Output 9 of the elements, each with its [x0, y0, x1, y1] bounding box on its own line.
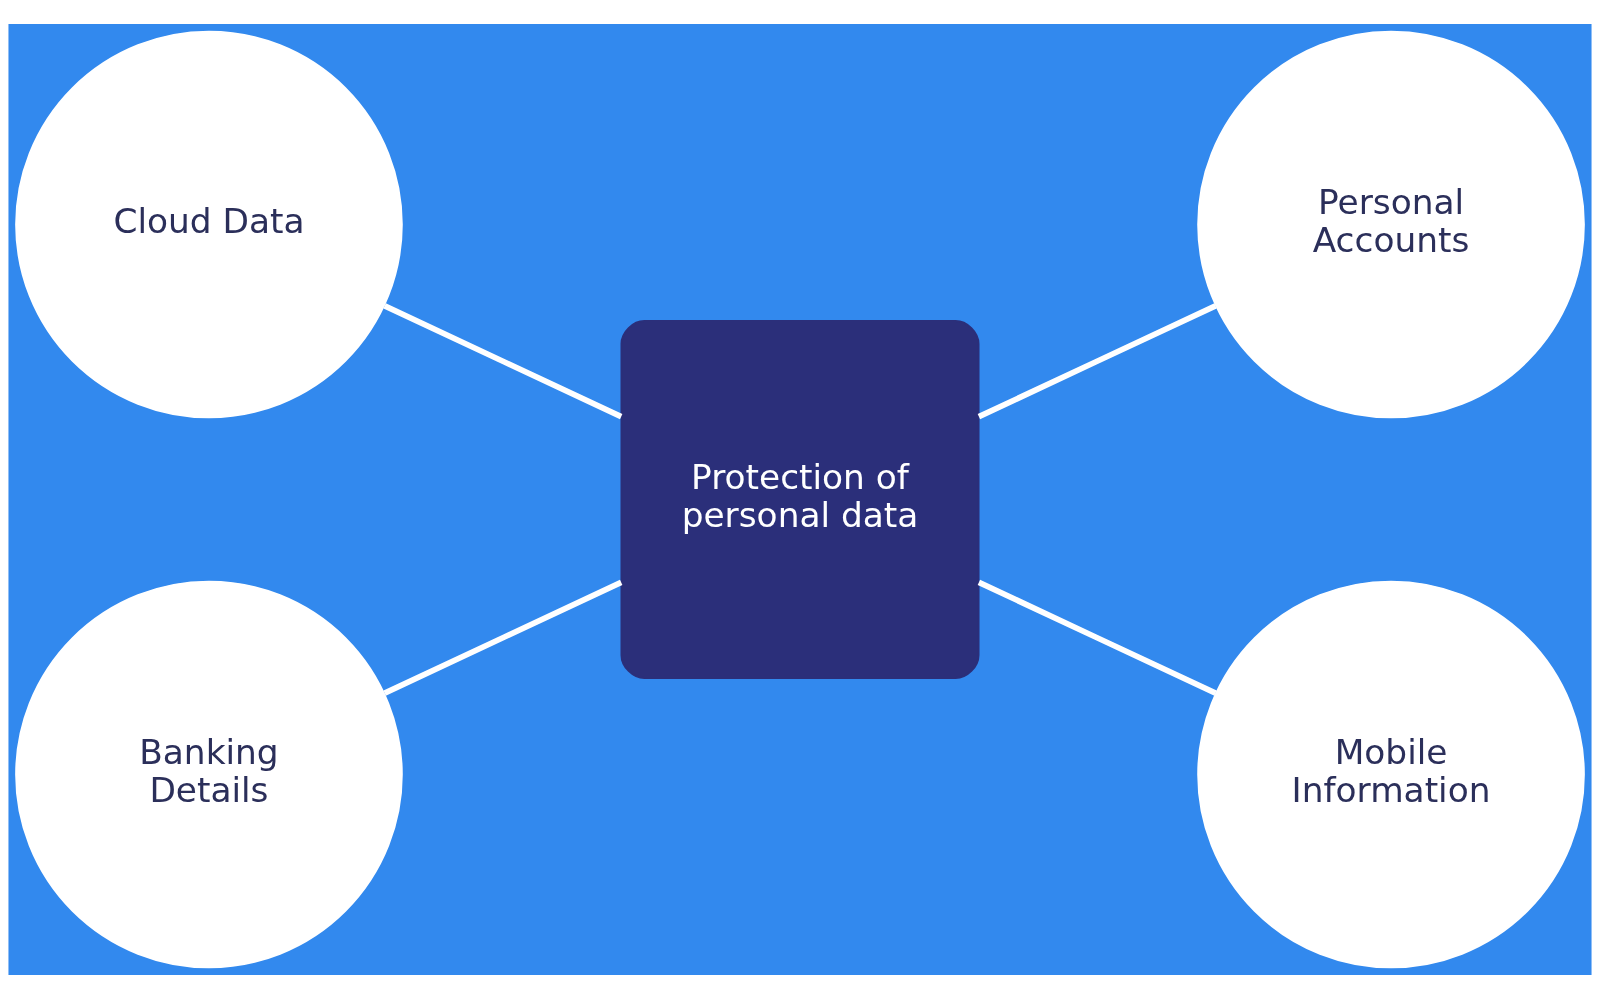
node-circle: Cloud Data [15, 30, 403, 419]
connector [383, 579, 623, 696]
connector [383, 303, 623, 420]
connector [977, 579, 1217, 696]
node-circle: Banking Details [15, 580, 403, 969]
connector [977, 303, 1217, 420]
node-box: Protection of personal data [620, 320, 980, 679]
node-circle: Personal Accounts [1197, 30, 1585, 419]
node-circle: Mobile Information [1197, 580, 1585, 969]
